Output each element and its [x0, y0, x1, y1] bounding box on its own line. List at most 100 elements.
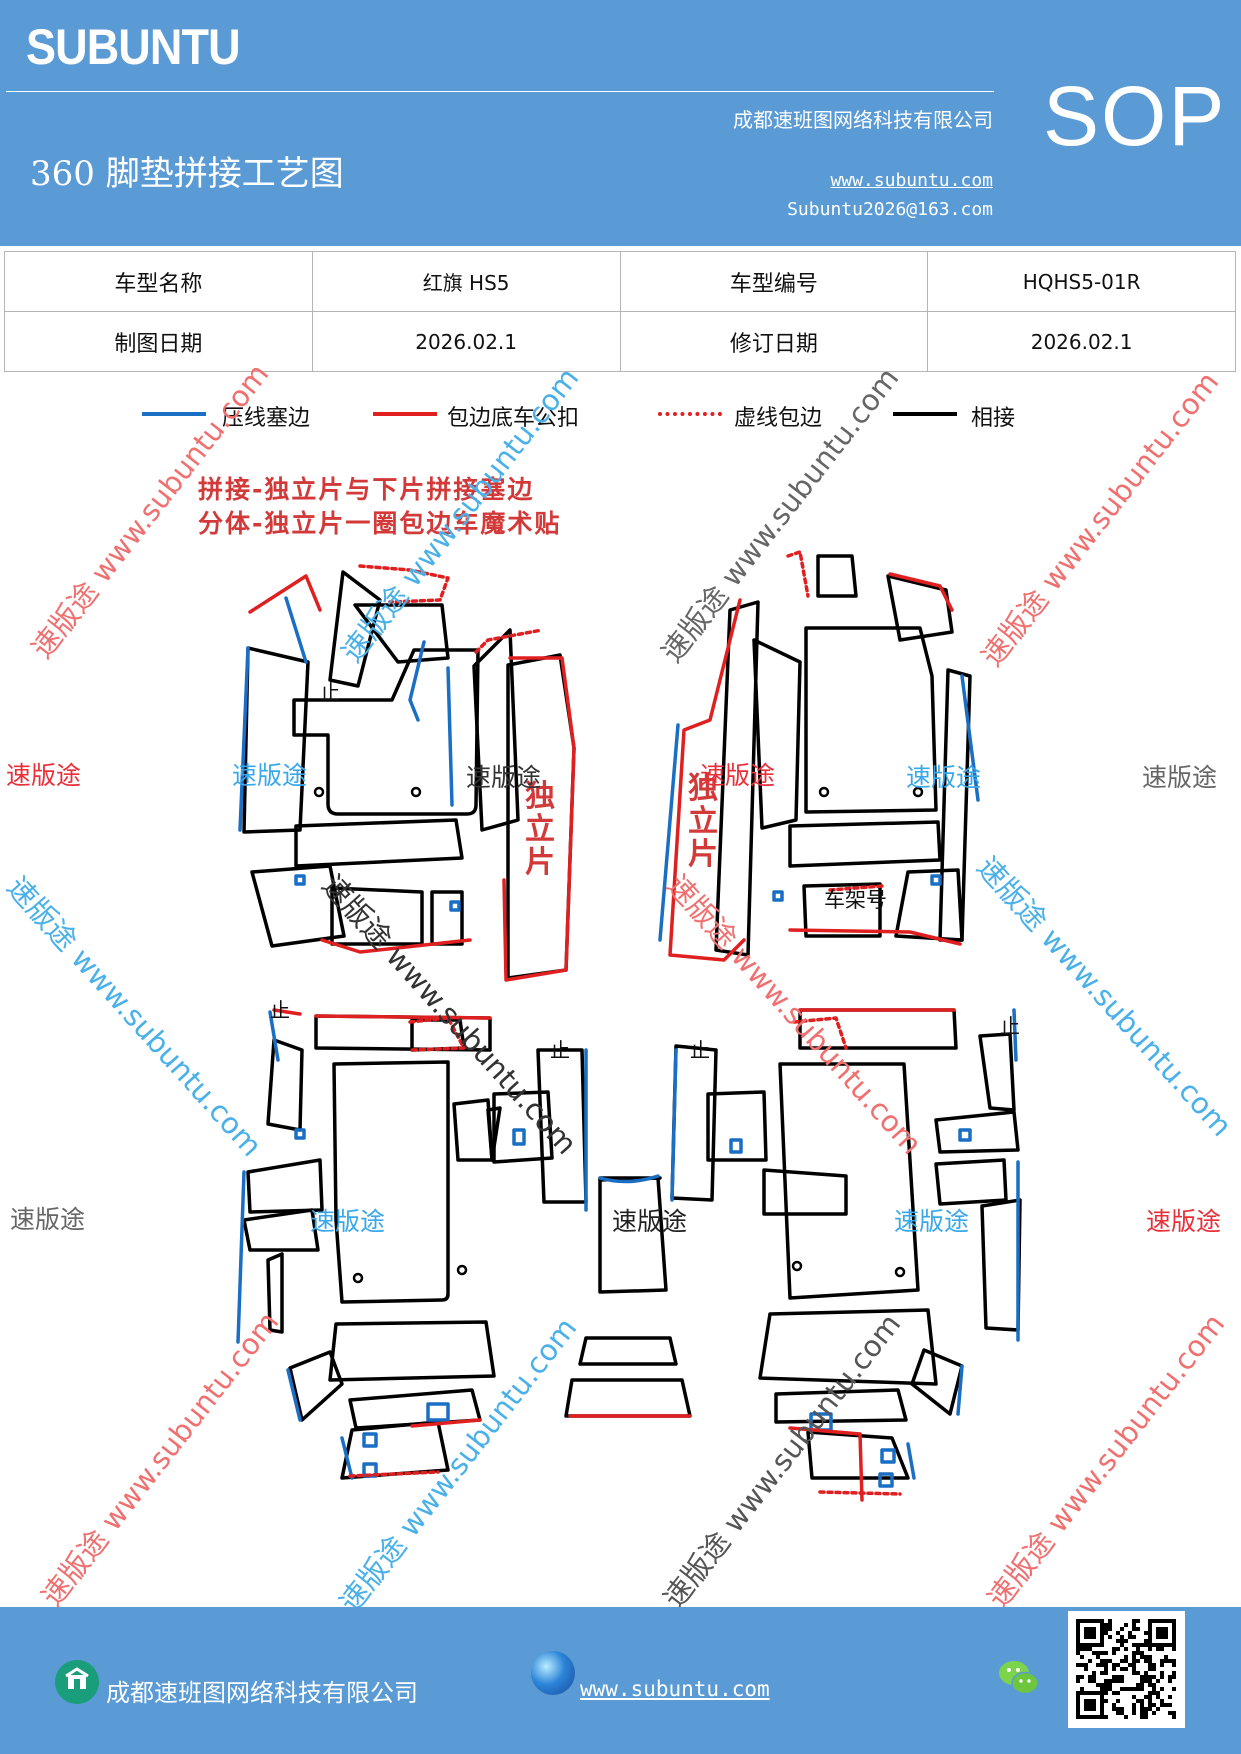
watermark-text: 速版途: [612, 1207, 688, 1236]
press-marker: [426, 1402, 450, 1422]
mat-piece: [578, 1336, 678, 1366]
mat-piece: [806, 1430, 910, 1480]
table-row: 车型名称 红旗 HS5 车型编号 HQHS5-01R: [4, 251, 1236, 312]
fixing-hole: [912, 786, 924, 798]
press-marker: [449, 900, 461, 912]
table-row: 制图日期 2026.02.1 修订日期 2026.02.1: [4, 311, 1236, 372]
mat-piece: [486, 1106, 502, 1162]
legend-swatch: [142, 412, 206, 416]
mat-piece: [938, 668, 972, 942]
press-line-edge: [340, 1436, 354, 1480]
globe-icon: [531, 1651, 575, 1695]
watermark-text: 速版途: [894, 1207, 970, 1236]
binding-edge: [410, 1418, 482, 1428]
dotted-binding-edge: [792, 1016, 848, 1050]
stop-label: 止: [690, 1038, 710, 1062]
press-line-edge: [284, 596, 308, 664]
watermark-text: 速版途: [10, 1205, 86, 1234]
watermark-text: 速版途: [6, 761, 82, 790]
table-cell: 制图日期: [4, 311, 313, 372]
mat-piece: [242, 1208, 320, 1252]
press-line-edge: [956, 1364, 964, 1416]
mat-piece: [706, 1090, 768, 1162]
press-marker: [878, 1472, 894, 1488]
footer-company-name: 成都速班图网络科技有限公司: [106, 1679, 418, 1707]
press-marker: [362, 1432, 378, 1448]
fixing-hole: [352, 1272, 364, 1284]
mat-piece: [714, 600, 760, 957]
watermark-text: 速版途: [310, 1207, 386, 1236]
wechat-icon[interactable]: [996, 1655, 1042, 1701]
mat-piece: [564, 1378, 692, 1418]
press-line-edge: [906, 1442, 916, 1480]
mat-piece: [980, 1198, 1022, 1332]
mat-piece: [430, 890, 464, 946]
press-line-edge: [1012, 1008, 1018, 1062]
dotted-binding-edge: [786, 550, 810, 598]
sop-badge: SOP: [1043, 69, 1227, 163]
press-line-edge: [658, 723, 680, 942]
table-cell: 红旗 HS5: [311, 251, 621, 312]
mat-piece: [340, 1420, 450, 1480]
fixing-hole: [791, 1260, 803, 1272]
press-marker: [880, 1448, 896, 1464]
press-line-edge: [238, 646, 250, 832]
press-marker: [772, 890, 784, 902]
binding-edge: [314, 1014, 492, 1020]
fixing-hole: [410, 786, 422, 798]
legend-swatch: [658, 412, 722, 416]
press-marker: [930, 874, 942, 886]
press-line-edge: [598, 1174, 660, 1184]
legend-label: 压线塞边: [222, 406, 311, 431]
mat-piece: [266, 1038, 304, 1132]
dotted-binding-edge: [828, 884, 884, 892]
mat-piece: [816, 554, 858, 598]
press-line-edge: [670, 1048, 678, 1202]
mat-piece: [292, 648, 480, 816]
dotted-binding-edge: [358, 564, 450, 604]
mat-piece: [266, 1252, 284, 1334]
mat-piece: [802, 882, 882, 938]
company-badge-icon: [55, 1660, 99, 1704]
fixing-hole: [456, 1264, 468, 1276]
mat-piece: [472, 628, 520, 832]
mat-piece: [752, 638, 802, 830]
mat-piece: [242, 646, 310, 834]
mat-piece: [788, 820, 942, 868]
stop-label: 止: [1000, 1014, 1020, 1038]
table-cell: 修订日期: [619, 311, 929, 372]
legend-swatch: [893, 412, 957, 416]
header-banner: SUBUNTU 成都速班图网络科技有限公司 360 脚垫拼接工艺图 www.su…: [0, 0, 1241, 246]
standalone-piece-label: 独立片: [525, 779, 555, 880]
process-note-1: 拼接-独立片与下片拼接塞边: [198, 475, 535, 504]
footer-website-link[interactable]: www.subuntu.com: [580, 1677, 770, 1701]
table-cell: 2026.02.1: [311, 311, 621, 372]
mat-piece: [288, 1350, 344, 1422]
watermark-text: 速版途: [232, 761, 308, 790]
watermark-text: 速版途: [1146, 1207, 1222, 1236]
mat-piece: [452, 1098, 494, 1162]
mat-piece: [934, 1158, 1008, 1206]
website-link[interactable]: www.subuntu.com: [830, 170, 993, 191]
binding-edge: [502, 656, 576, 982]
press-marker: [294, 874, 306, 886]
stop-label: 止: [320, 680, 340, 704]
press-line-edge: [236, 1170, 246, 1344]
watermark-text: 速版途: [700, 761, 776, 790]
table-cell: 车型名称: [4, 251, 313, 312]
mat-piece: [246, 1158, 324, 1214]
header-divider: [6, 91, 994, 92]
process-note-2: 分体-独立片一圈包边车魔术贴: [198, 509, 562, 538]
mat-piece: [294, 818, 464, 868]
document-title: 360 脚垫拼接工艺图: [30, 154, 344, 194]
legend-swatch: [373, 412, 437, 416]
dotted-binding-edge: [348, 1470, 440, 1478]
watermark-text: 速版途: [906, 763, 982, 792]
watermark-text: 速版途: [1142, 763, 1218, 792]
binding-edge: [888, 572, 954, 612]
dotted-binding-edge: [474, 628, 544, 654]
standalone-piece-label: 独立片: [688, 771, 718, 872]
stop-label: 止: [270, 998, 290, 1022]
mat-piece: [353, 603, 450, 664]
